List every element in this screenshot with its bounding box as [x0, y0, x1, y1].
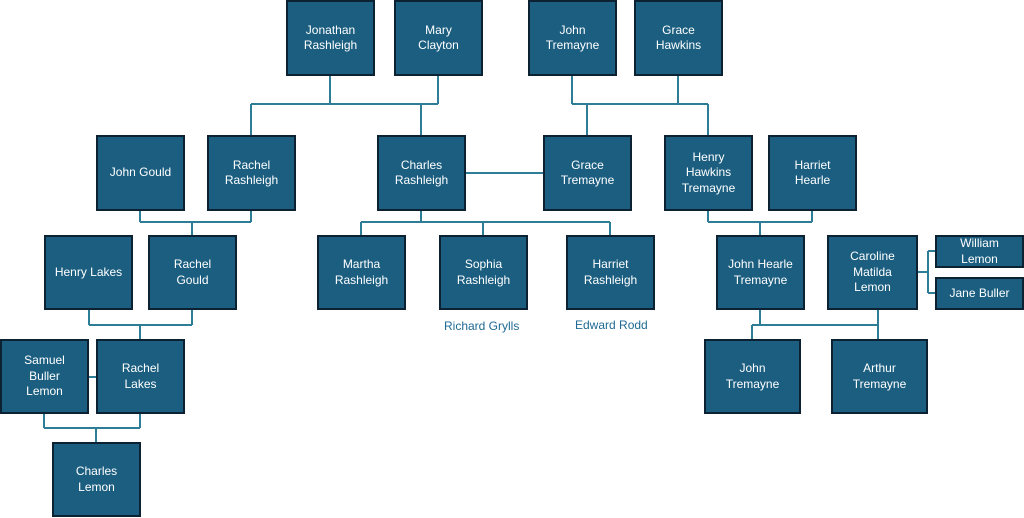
- person-john-tremayne-sr: John Tremayne: [528, 0, 617, 76]
- person-name: William Lemon: [960, 236, 999, 266]
- person-name: Harriet Hearle: [794, 157, 831, 188]
- person-sophia-rashleigh: Sophia Rashleigh: [439, 235, 528, 310]
- person-john-gould: John Gould: [96, 135, 185, 211]
- spouse-label-richard-grylls: Richard Grylls: [444, 319, 520, 333]
- person-john-hearle-tremayne: John Hearle Tremayne: [716, 235, 805, 310]
- person-samuel-buller-lemon: Samuel Buller Lemon: [0, 339, 89, 414]
- person-name: Arthur Tremayne: [852, 361, 907, 391]
- person-charles-lemon: Charles Lemon: [52, 442, 141, 517]
- person-harriet-rashleigh: Harriet Rashleigh: [566, 235, 655, 310]
- person-name: Rachel Gould: [173, 257, 212, 287]
- person-arthur-tremayne: Arthur Tremayne: [831, 339, 928, 414]
- person-henry-hawkins-tremayne: Henry Hawkins Tremayne: [664, 135, 753, 211]
- person-name: Caroline Matilda Lemon: [850, 249, 895, 295]
- person-martha-rashleigh: Martha Rashleigh: [317, 235, 406, 310]
- person-name: John Hearle Tremayne: [728, 257, 793, 287]
- person-william-lemon: William Lemon: [935, 235, 1024, 268]
- person-grace-hawkins: Grace Hawkins: [634, 0, 723, 76]
- person-name: Rachel Lakes: [121, 361, 160, 391]
- person-name: Charles Lemon: [75, 464, 118, 494]
- person-name: John Tremayne: [725, 361, 780, 391]
- person-john-tremayne-jr: John Tremayne: [704, 339, 801, 414]
- person-name: Jonathan Rashleigh: [303, 22, 358, 53]
- person-name: Sophia Rashleigh: [456, 257, 511, 287]
- person-harriet-hearle: Harriet Hearle: [768, 135, 857, 211]
- spouse-label-edward-rodd: Edward Rodd: [575, 318, 648, 332]
- person-name: Grace Hawkins: [655, 22, 702, 53]
- person-name: Henry Hawkins Tremayne: [681, 149, 736, 195]
- person-name: Grace Tremayne: [560, 157, 615, 188]
- person-name: Samuel Buller Lemon: [24, 353, 65, 399]
- person-name: Rachel Rashleigh: [224, 157, 279, 188]
- person-caroline-matilda-lemon: Caroline Matilda Lemon: [827, 235, 918, 310]
- person-rachel-lakes: Rachel Lakes: [96, 339, 185, 414]
- person-name: Harriet Rashleigh: [583, 257, 638, 287]
- person-name: Jane Buller: [949, 285, 1010, 300]
- person-name: Charles Rashleigh: [394, 157, 449, 188]
- person-rachel-gould: Rachel Gould: [148, 235, 237, 310]
- person-jane-buller: Jane Buller: [935, 277, 1024, 310]
- person-grace-tremayne: Grace Tremayne: [543, 135, 632, 211]
- person-rachel-rashleigh: Rachel Rashleigh: [207, 135, 296, 211]
- person-charles-rashleigh: Charles Rashleigh: [377, 135, 466, 211]
- person-henry-lakes: Henry Lakes: [44, 235, 133, 310]
- person-name: Mary Clayton: [418, 22, 459, 53]
- person-mary-clayton: Mary Clayton: [394, 0, 483, 76]
- person-name: John Tremayne: [545, 22, 600, 53]
- person-jonathan-rashleigh: Jonathan Rashleigh: [286, 0, 375, 76]
- person-name: John Gould: [109, 165, 172, 180]
- person-name: Henry Lakes: [54, 264, 123, 279]
- person-name: Martha Rashleigh: [334, 257, 389, 287]
